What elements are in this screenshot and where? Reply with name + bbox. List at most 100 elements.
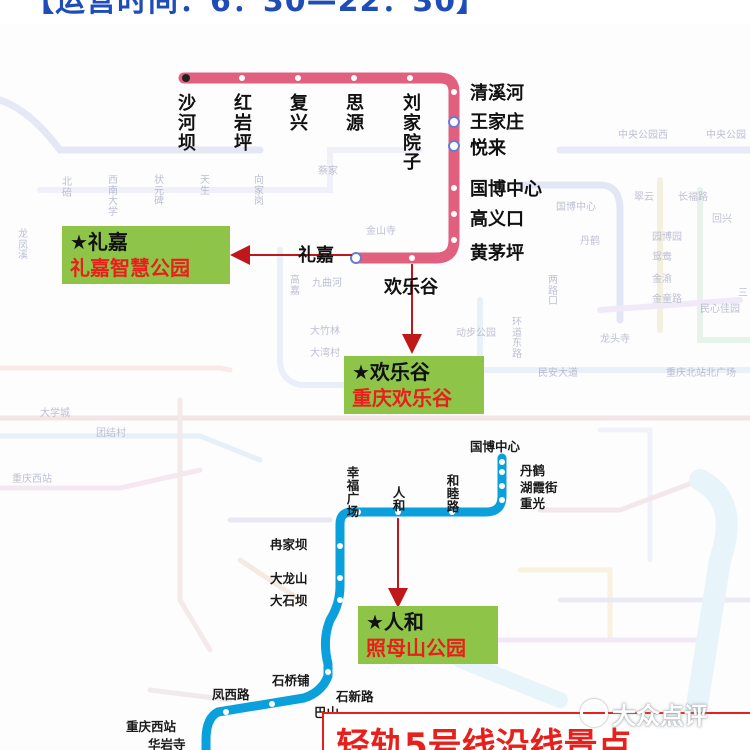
bg-station-label: 大湾村 bbox=[310, 348, 340, 359]
station-dot bbox=[269, 701, 275, 707]
attraction-place: 礼嘉智慧公园 bbox=[70, 256, 190, 280]
station-label: 思源 bbox=[346, 93, 364, 134]
bottom-banner: 轻轨5号线沿线景点 bbox=[322, 712, 750, 750]
station-dot bbox=[355, 509, 361, 515]
station-label: 重庆西站 bbox=[126, 719, 177, 734]
bg-station-label: 金渝 bbox=[652, 274, 672, 285]
operating-hours-title: 【运营时间：6：30—22：30】 bbox=[24, 0, 488, 19]
station-dot bbox=[239, 75, 245, 81]
station-dot bbox=[407, 75, 413, 81]
bg-station-label: 重庆西站 bbox=[12, 474, 52, 485]
bg-station-label: 长福路 bbox=[678, 192, 708, 203]
station-label: 重光 bbox=[520, 496, 546, 511]
attraction-station: ★欢乐谷 bbox=[352, 360, 430, 384]
station-dot bbox=[449, 509, 455, 515]
bg-station-label: 龙头寺 bbox=[600, 334, 630, 345]
bg-station-label: 鸳鸯 bbox=[652, 252, 672, 263]
banner-title: 轻轨5号线沿线景点 bbox=[336, 726, 632, 750]
station-label: 刘家院子 bbox=[403, 93, 421, 174]
bg-station-label: 状元碑 bbox=[154, 175, 164, 207]
station-dot bbox=[499, 483, 505, 489]
blue-line-stations bbox=[223, 459, 505, 715]
bg-station-label: 大学城 bbox=[40, 408, 70, 419]
transfer-dot bbox=[350, 252, 362, 264]
station-dot bbox=[409, 255, 415, 261]
bg-station-label: 九曲河 bbox=[312, 278, 342, 289]
bg-station-label: 回兴 bbox=[712, 214, 732, 225]
pink-line-stations bbox=[182, 74, 460, 264]
bg-station-label: 翠云 bbox=[634, 192, 654, 203]
station-label: 人和 bbox=[392, 485, 406, 514]
attraction-card-renhe: ★人和 照母山公园 bbox=[358, 606, 498, 664]
attraction-place: 照母山公园 bbox=[366, 636, 466, 660]
bg-station-label: 龙凤溪 bbox=[18, 229, 28, 261]
watermark-text: 大众点评 bbox=[612, 702, 708, 730]
station-label: 大石坝 bbox=[270, 593, 308, 608]
station-label: 大龙山 bbox=[270, 571, 308, 586]
bg-station-label: 重庆北站北广场 bbox=[666, 368, 736, 379]
bg-station-label: 园博园 bbox=[652, 232, 682, 243]
station-label: 欢乐谷 bbox=[384, 277, 438, 298]
station-label: 王家庄 bbox=[470, 112, 524, 133]
dianping-logo-icon bbox=[580, 699, 608, 727]
bg-station-label: 西南大学 bbox=[108, 175, 118, 218]
station-dot bbox=[182, 74, 190, 82]
station-dot bbox=[451, 185, 457, 191]
station-label: 幸福广场 bbox=[346, 465, 360, 520]
transfer-dot bbox=[448, 116, 460, 128]
bg-station-label: 天生 bbox=[200, 175, 210, 197]
bg-station-label: 民安大道 bbox=[538, 368, 578, 379]
bg-station-label: 两路口 bbox=[548, 275, 558, 307]
header-bar: 【运营时间：6：30—22：30】 bbox=[0, 0, 750, 24]
attraction-station: ★礼嘉 bbox=[70, 230, 128, 254]
attraction-place: 重庆欢乐谷 bbox=[352, 386, 452, 410]
bg-station-label: 金山寺 bbox=[366, 226, 396, 237]
bg-station-label: 大竹林 bbox=[310, 326, 340, 337]
station-label: 沙河坝 bbox=[178, 93, 196, 154]
bg-station-label: 民心佳园 bbox=[700, 304, 740, 315]
bg-station-label: 中央公园西 bbox=[618, 130, 668, 141]
station-dot bbox=[325, 669, 331, 675]
station-label: 石新路 bbox=[336, 689, 374, 704]
bg-station-label: 北碚 bbox=[62, 177, 72, 199]
bg-station-label: 丹鹤 bbox=[580, 236, 600, 247]
station-label: 红岩坪 bbox=[234, 93, 252, 154]
bg-station-label: 环道东路 bbox=[512, 317, 522, 360]
dianping-watermark: 大众点评 bbox=[580, 696, 708, 731]
bg-station-label: 向家岗 bbox=[254, 175, 264, 207]
station-label: 黄茅坪 bbox=[470, 243, 524, 264]
transfer-dot bbox=[448, 140, 460, 152]
station-dot bbox=[451, 89, 457, 95]
bg-station-label: 国博中心 bbox=[556, 202, 596, 213]
attraction-card-happy-valley: ★欢乐谷 重庆欢乐谷 bbox=[344, 356, 484, 414]
station-label: 和睦路 bbox=[446, 473, 460, 515]
station-dot bbox=[451, 237, 457, 243]
bg-station-label: 团结村 bbox=[96, 428, 126, 439]
station-label: 凤西路 bbox=[212, 687, 250, 702]
bg-station-label: 蔡家 bbox=[318, 166, 338, 177]
station-label: 华岩寺 bbox=[148, 737, 186, 750]
station-label: 礼嘉 bbox=[298, 245, 334, 266]
bg-station-label: 中央公园 bbox=[706, 130, 746, 141]
pink-line-route bbox=[178, 72, 460, 264]
attraction-station: ★人和 bbox=[366, 610, 424, 634]
bg-station-label: 金童路 bbox=[652, 294, 682, 305]
station-dot bbox=[351, 75, 357, 81]
station-dot bbox=[451, 211, 457, 217]
station-label: 悦来 bbox=[470, 138, 506, 159]
station-label: 冉家坝 bbox=[270, 537, 308, 552]
station-label: 国博中心 bbox=[470, 439, 521, 454]
attraction-card-lijia: ★礼嘉 礼嘉智慧公园 bbox=[62, 226, 230, 284]
station-label: 湖霞街 bbox=[520, 480, 558, 495]
station-dot bbox=[499, 497, 505, 503]
station-label: 国博中心 bbox=[470, 179, 542, 200]
station-dot bbox=[337, 597, 343, 603]
station-label: 石桥铺 bbox=[272, 673, 310, 688]
blue-line-route bbox=[201, 453, 507, 750]
bg-station-label: 三 bbox=[738, 288, 748, 299]
station-dot bbox=[337, 575, 343, 581]
station-dot bbox=[337, 543, 343, 549]
